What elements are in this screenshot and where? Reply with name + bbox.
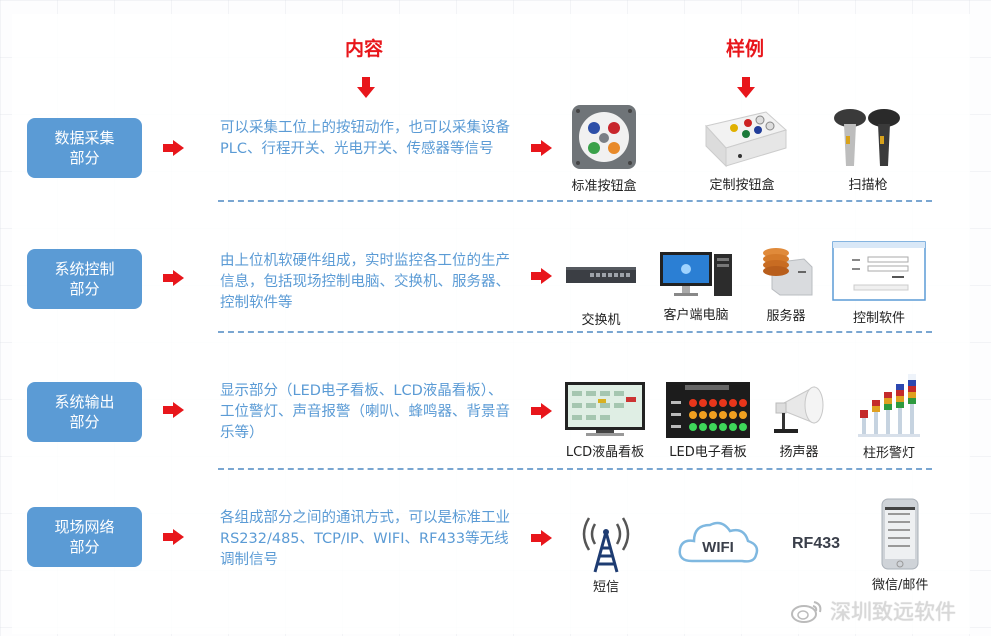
wifi-cloud-icon: WIFI	[678, 521, 759, 563]
example-barcode-scanner: 扫描枪	[828, 108, 908, 193]
example-label: 标准按钮盒	[571, 179, 637, 194]
example-button-box: 标准按钮盒	[570, 103, 638, 194]
example-label: 控制软件	[852, 311, 905, 326]
example-desktop-computer: 客户端电脑	[658, 250, 734, 323]
category-label-line2: 部分	[69, 413, 100, 431]
category-label-line1: 数据采集	[54, 129, 115, 147]
category-label-line2: 部分	[69, 280, 100, 298]
example-sms: 短信	[577, 512, 635, 595]
example-tower-light: 柱形警灯	[856, 372, 922, 461]
category-label-line1: 现场网络	[54, 518, 115, 536]
watermark: 深圳致远软件	[790, 596, 956, 626]
network-switch-icon	[566, 267, 636, 283]
example-led-board: LED电子看板	[665, 381, 751, 460]
row-description: 由上位机软硬件组成，实时监控各工位的生产信息，包括现场控制电脑、交换机、服务器、…	[220, 253, 510, 311]
category-box-system-output: 系统输出部分	[27, 382, 142, 442]
down-arrow-icon	[357, 77, 375, 99]
signal-tower-icon	[582, 517, 630, 573]
server-icon	[763, 248, 813, 296]
right-arrow-icon	[531, 530, 553, 546]
example-label: 柱形警灯	[862, 446, 915, 461]
example-network-switch: 交换机	[564, 255, 638, 328]
example-label: LCD液晶看板	[565, 445, 645, 460]
right-arrow-icon	[163, 270, 185, 286]
wifi-label: WIFI	[702, 539, 734, 556]
led-board-icon	[666, 382, 750, 438]
category-box-system-control: 系统控制部分	[27, 249, 142, 309]
row-description: 显示部分（LED电子看板、LCD液晶看板）、工位警灯、声音报警（喇叭、蜂鸣器、背…	[220, 383, 510, 441]
example-label: 微信/邮件	[872, 578, 929, 593]
category-box-field-network: 现场网络部分	[27, 507, 142, 567]
example-label: 服务器	[766, 309, 806, 324]
lcd-board-icon	[565, 382, 645, 436]
example-rf433: RF433	[792, 535, 840, 553]
right-arrow-icon	[531, 268, 553, 284]
row-divider	[218, 468, 932, 470]
example-server: 服务器	[758, 245, 814, 324]
example-label: 交换机	[581, 313, 621, 328]
smartphone-icon	[881, 498, 919, 570]
example-label: 定制按钮盒	[709, 178, 775, 193]
row-divider	[218, 200, 932, 202]
example-speaker-horn: 扬声器	[770, 381, 828, 460]
example-custom-button-box: 定制按钮盒	[696, 108, 788, 193]
example-label: 扫描枪	[848, 178, 888, 193]
row-description: 可以采集工位上的按钮动作，也可以采集设备PLC、行程开关、光电开关、传感器等信号	[220, 120, 510, 157]
right-arrow-icon	[163, 529, 185, 545]
rf433-text: RF433	[792, 535, 841, 552]
slide-panel	[12, 14, 970, 634]
example-label: 短信	[592, 580, 619, 595]
example-label: 扬声器	[779, 445, 819, 460]
category-label-line1: 系统控制	[54, 260, 115, 278]
example-control-software: 控制软件	[832, 241, 926, 326]
category-label-line1: 系统输出	[54, 393, 115, 411]
example-lcd-board: LCD液晶看板	[564, 381, 646, 460]
category-label-line2: 部分	[69, 149, 100, 167]
down-arrow-icon	[737, 77, 755, 99]
right-arrow-icon	[531, 403, 553, 419]
header-content: 内容	[345, 38, 384, 60]
row-divider	[218, 331, 932, 333]
speaker-horn-icon	[774, 386, 824, 433]
desktop-computer-icon	[660, 252, 732, 296]
category-label-line2: 部分	[69, 538, 100, 556]
right-arrow-icon	[163, 402, 185, 418]
weibo-logo-icon	[791, 601, 822, 623]
right-arrow-icon	[163, 140, 185, 156]
barcode-scanner-icon	[834, 109, 900, 166]
watermark-text: 深圳致远软件	[830, 600, 956, 624]
example-label: LED电子看板	[669, 445, 747, 460]
button-box-icon	[572, 105, 636, 169]
example-label: 客户端电脑	[663, 308, 729, 323]
custom-button-box-icon	[705, 111, 787, 168]
example-wifi: WIFI	[676, 515, 760, 571]
example-wechat-email: 微信/邮件	[872, 497, 928, 593]
software-window-icon	[832, 241, 926, 301]
row-description: 各组成部分之间的通讯方式，可以是标准工业RS232/485、TCP/IP、WIF…	[220, 510, 510, 568]
category-box-data-collection: 数据采集部分	[27, 118, 142, 178]
header-examples: 样例	[726, 38, 765, 60]
right-arrow-icon	[531, 140, 553, 156]
tower-light-icon	[858, 374, 920, 437]
